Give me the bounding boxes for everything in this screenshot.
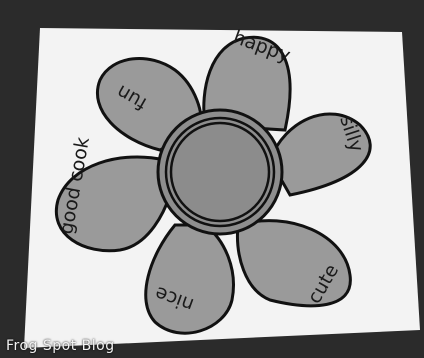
flower-center	[171, 123, 269, 221]
watermark: Frog Spot Blog	[6, 338, 115, 354]
